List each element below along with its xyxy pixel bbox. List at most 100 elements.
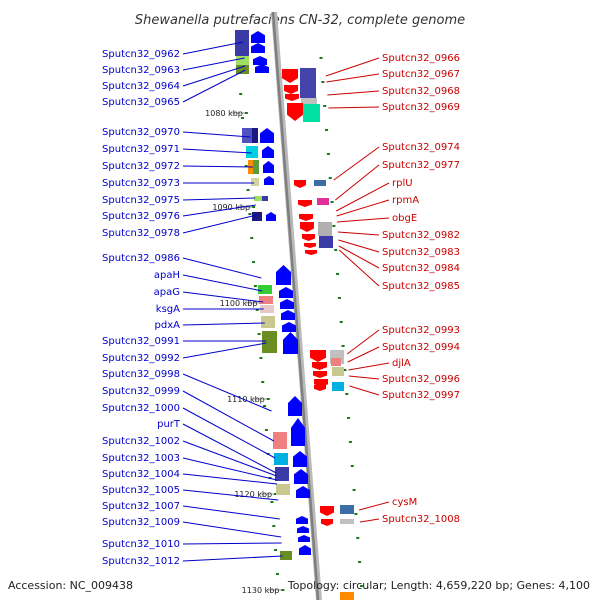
kbp-tick (266, 398, 270, 400)
minor-tick (252, 261, 256, 263)
right-gene-label: djlA (392, 358, 411, 369)
left-leader-line (182, 204, 256, 217)
forward-gene-arrow (263, 161, 274, 173)
left-gene-label: Sputcn32_0975 (102, 195, 180, 206)
forward-gene-arrow (294, 469, 308, 484)
right-leader-line (337, 217, 390, 223)
reverse-gene-arrow (300, 222, 314, 232)
left-gene-label: Sputcn32_1003 (102, 453, 180, 464)
left-gene-label: Sputcn32_0991 (102, 336, 180, 347)
left-leader-line (182, 131, 251, 138)
kbp-tick (244, 112, 248, 114)
minor-tick (326, 153, 330, 155)
left-gene-label: purT (157, 419, 181, 430)
gene-feature-box (261, 316, 275, 328)
right-leader-line (348, 362, 390, 371)
reverse-gene-arrow (298, 200, 312, 207)
gene-feature-box (276, 484, 290, 495)
minor-tick (257, 333, 261, 335)
gene-feature-box (236, 56, 249, 65)
right-leader-line (359, 518, 380, 523)
left-leader-line (182, 407, 276, 459)
gene-feature-box (332, 367, 344, 376)
forward-gene-arrow (283, 332, 298, 354)
minor-tick (241, 117, 245, 119)
gene-feature-box (319, 236, 333, 248)
minor-tick (334, 249, 338, 251)
left-leader-line (182, 148, 252, 154)
gene-feature-box (332, 382, 344, 391)
gene-feature-box (275, 467, 289, 481)
left-leader-line (182, 65, 246, 87)
right-leader-line (326, 73, 380, 83)
right-gene-label: Sputcn32_0997 (382, 390, 460, 401)
forward-gene-arrow (251, 31, 265, 43)
reverse-gene-arrow (310, 350, 326, 362)
right-leader-line (337, 231, 380, 236)
kbp-tick (252, 206, 256, 208)
right-leader-line (348, 375, 380, 380)
map-title: Shewanella putrefaciens CN-32, complete … (135, 13, 465, 28)
forward-gene-arrow (296, 486, 310, 498)
forward-gene-arrow (266, 212, 276, 221)
minor-tick (359, 585, 363, 587)
right-gene-label: obgE (392, 213, 417, 224)
minor-tick (246, 189, 250, 191)
forward-gene-arrow (282, 322, 296, 332)
minor-tick (336, 273, 340, 275)
left-leader-line (182, 257, 262, 279)
right-leader-line (327, 90, 380, 96)
left-leader-line (182, 69, 246, 103)
minor-tick (343, 369, 347, 371)
forward-gene-arrow (279, 287, 293, 298)
left-gene-label: Sputcn32_0986 (102, 253, 180, 264)
gene-feature-box (259, 296, 273, 304)
genome-summary: Topology: circular; Length: 4,659,220 bp… (287, 579, 590, 592)
right-gene-label: Sputcn32_0977 (382, 160, 460, 171)
minor-tick (358, 561, 362, 563)
left-gene-label: Sputcn32_1005 (102, 485, 180, 496)
left-leader-line (182, 505, 280, 520)
minor-tick (319, 57, 323, 59)
right-leader-line (346, 329, 380, 355)
gene-boxes (235, 30, 354, 600)
kbp-label: 1090 kbp (212, 203, 250, 212)
left-gene-label: apaH (154, 270, 180, 281)
minor-tick (337, 297, 341, 299)
minor-tick (332, 225, 336, 227)
left-gene-label: Sputcn32_0973 (102, 178, 180, 189)
forward-gene-arrow (298, 535, 310, 542)
minor-tick (348, 441, 352, 443)
right-gene-label: Sputcn32_0993 (382, 325, 460, 336)
left-gene-label: Sputcn32_0998 (102, 369, 180, 380)
gene-feature-box (235, 30, 249, 56)
gene-arrows (251, 31, 334, 555)
right-gene-label: cysM (392, 497, 417, 508)
right-gene-label: rpmA (392, 195, 419, 206)
reverse-gene-arrow (299, 214, 313, 221)
gene-feature-box (318, 222, 332, 236)
right-gene-label: Sputcn32_1008 (382, 514, 460, 525)
left-leader-line (182, 291, 264, 303)
reverse-gene-arrow (294, 180, 306, 188)
right-gene-label: Sputcn32_0966 (382, 53, 460, 64)
gene-feature-box (273, 432, 287, 449)
forward-gene-arrow (293, 451, 307, 467)
right-gene-label: rplU (392, 178, 413, 189)
left-leader-line (182, 274, 263, 292)
label-leader-lines (182, 41, 390, 562)
left-leader-line (182, 41, 244, 55)
minor-tick (339, 321, 343, 323)
minor-tick (239, 93, 243, 95)
reverse-gene-arrow (287, 103, 303, 121)
forward-gene-arrow (297, 526, 309, 533)
left-leader-line (182, 473, 278, 485)
left-leader-line (182, 197, 256, 201)
minor-tick (350, 465, 354, 467)
left-gene-label: Sputcn32_0970 (102, 127, 180, 138)
minor-tick (352, 489, 356, 491)
gene-feature-box (258, 285, 272, 294)
